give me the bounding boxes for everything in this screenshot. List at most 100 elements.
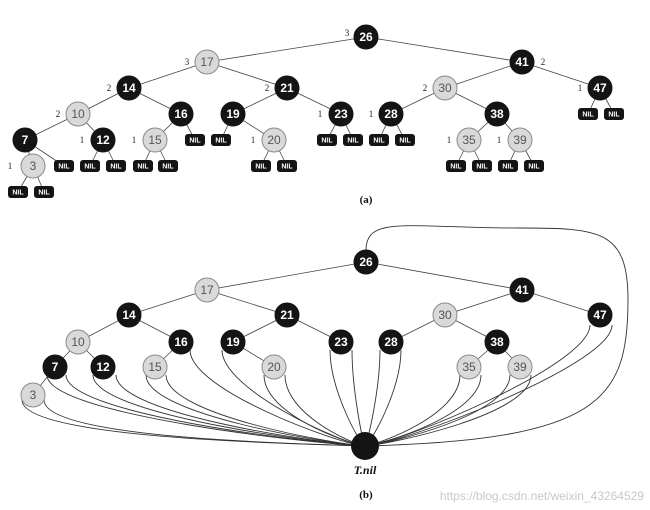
b-node-key: 47 <box>593 308 607 322</box>
a-node-14: 142 <box>107 75 142 101</box>
nil-leaf-box <box>472 160 492 172</box>
nil-leaf-box <box>106 160 126 172</box>
b-node-circle <box>456 354 482 380</box>
nil-leaf-label: NIL <box>450 164 462 171</box>
a-node-3: 31 <box>8 153 46 179</box>
b-node-circle <box>142 354 168 380</box>
b-node-3: 3 <box>20 382 46 408</box>
a-node-key: 38 <box>490 107 504 121</box>
a-node-key: 17 <box>200 55 214 69</box>
a-node-circle <box>378 101 404 127</box>
nil-leaf-box <box>498 160 518 172</box>
b-node-28: 28 <box>378 329 404 355</box>
nil-leaf: NIL <box>446 160 466 172</box>
nil-leaf-label: NIL <box>110 164 122 171</box>
a-node-circle <box>261 127 287 153</box>
b-node-circle <box>261 354 287 380</box>
b-node-35: 35 <box>456 354 482 380</box>
nil-leaf-label: NIL <box>528 164 540 171</box>
nil-leaf-box <box>185 134 205 146</box>
sentinel-link <box>189 349 366 447</box>
sentinel-link <box>364 374 482 447</box>
b-node-key: 30 <box>438 308 452 322</box>
b-node-key: 28 <box>384 335 398 349</box>
a-node-circle <box>20 153 46 179</box>
b-edge <box>444 289 523 316</box>
a-node-20: 201 <box>251 127 287 153</box>
a-node-circle <box>328 101 354 127</box>
a-node-circle <box>509 49 535 75</box>
a-black-height: 1 <box>80 135 85 145</box>
nil-leaf: NIL <box>395 134 415 146</box>
b-node-key: 23 <box>334 335 348 349</box>
b-node-circle <box>328 329 354 355</box>
nil-leaf-label: NIL <box>255 164 267 171</box>
a-black-height: 1 <box>447 135 452 145</box>
b-node-circle <box>20 382 46 408</box>
nil-leaf-box <box>158 160 178 172</box>
b-node-17: 17 <box>194 277 220 303</box>
a-node-16: 16 <box>168 101 194 127</box>
nil-leaf: NIL <box>604 108 624 120</box>
nil-leaf: NIL <box>343 134 363 146</box>
nil-leaf-box <box>446 160 466 172</box>
a-node-key: 12 <box>96 133 110 147</box>
nil-leaf-label: NIL <box>321 138 333 145</box>
b-node-key: 26 <box>359 255 373 269</box>
b-node-key: 39 <box>513 360 527 374</box>
a-node-10: 102 <box>56 101 91 127</box>
a-node-12: 12 1 <box>80 127 116 153</box>
nil-leaf-label: NIL <box>215 138 227 145</box>
b-node-39: 39 <box>507 354 533 380</box>
a-node-circle <box>65 101 91 127</box>
b-node-key: 38 <box>490 335 504 349</box>
a-node-19: 19 <box>220 101 246 127</box>
nil-leaf: NIL <box>472 160 492 172</box>
sentinel-link <box>165 374 366 447</box>
sentinel-link <box>364 324 613 447</box>
nil-leaf-box <box>133 160 153 172</box>
nil-leaf: NIL <box>80 160 100 172</box>
b-node-38: 38 <box>484 329 510 355</box>
b-node-47: 47 <box>587 302 613 328</box>
b-edge <box>128 289 208 316</box>
b-node-circle <box>42 354 68 380</box>
nil-leaf-label: NIL <box>281 164 293 171</box>
b-node-circle <box>587 302 613 328</box>
b-node-circle <box>168 329 194 355</box>
sentinel-link <box>364 374 532 447</box>
b-edge <box>206 289 288 316</box>
a-node-47: 471 <box>578 75 613 101</box>
a-node-key: 20 <box>267 133 281 147</box>
b-node-key: 10 <box>71 335 85 349</box>
a-black-height: 2 <box>541 57 546 67</box>
b-node-20: 20 <box>261 354 287 380</box>
panel-a-tree: NIL NIL NIL NIL NIL NIL NIL NIL NIL NIL NIL NIL NIL N… <box>8 24 624 206</box>
b-node-key: 17 <box>200 283 214 297</box>
nil-leaf: NIL <box>498 160 518 172</box>
nil-leaf: NIL <box>578 108 598 120</box>
nil-leaf-label: NIL <box>84 164 96 171</box>
nil-leaf-label: NIL <box>582 112 594 119</box>
b-node-15: 15 <box>142 354 168 380</box>
nil-leaf-box <box>80 160 100 172</box>
a-node-circle <box>432 75 458 101</box>
sentinel-link <box>46 374 366 447</box>
b-node-circle <box>274 302 300 328</box>
a-node-key: 26 <box>359 30 373 44</box>
nil-leaf: NIL <box>185 134 205 146</box>
a-node-key: 14 <box>122 81 136 95</box>
nil-leaf-box <box>578 108 598 120</box>
a-node-key: 23 <box>334 107 348 121</box>
a-node-21: 212 <box>265 75 300 101</box>
nil-leaf: NIL <box>133 160 153 172</box>
b-node-circle <box>509 277 535 303</box>
a-black-height: 1 <box>30 135 35 145</box>
b-node-41: 41 <box>509 277 535 303</box>
b-node-circle <box>353 249 379 275</box>
b-node-circle <box>378 329 404 355</box>
